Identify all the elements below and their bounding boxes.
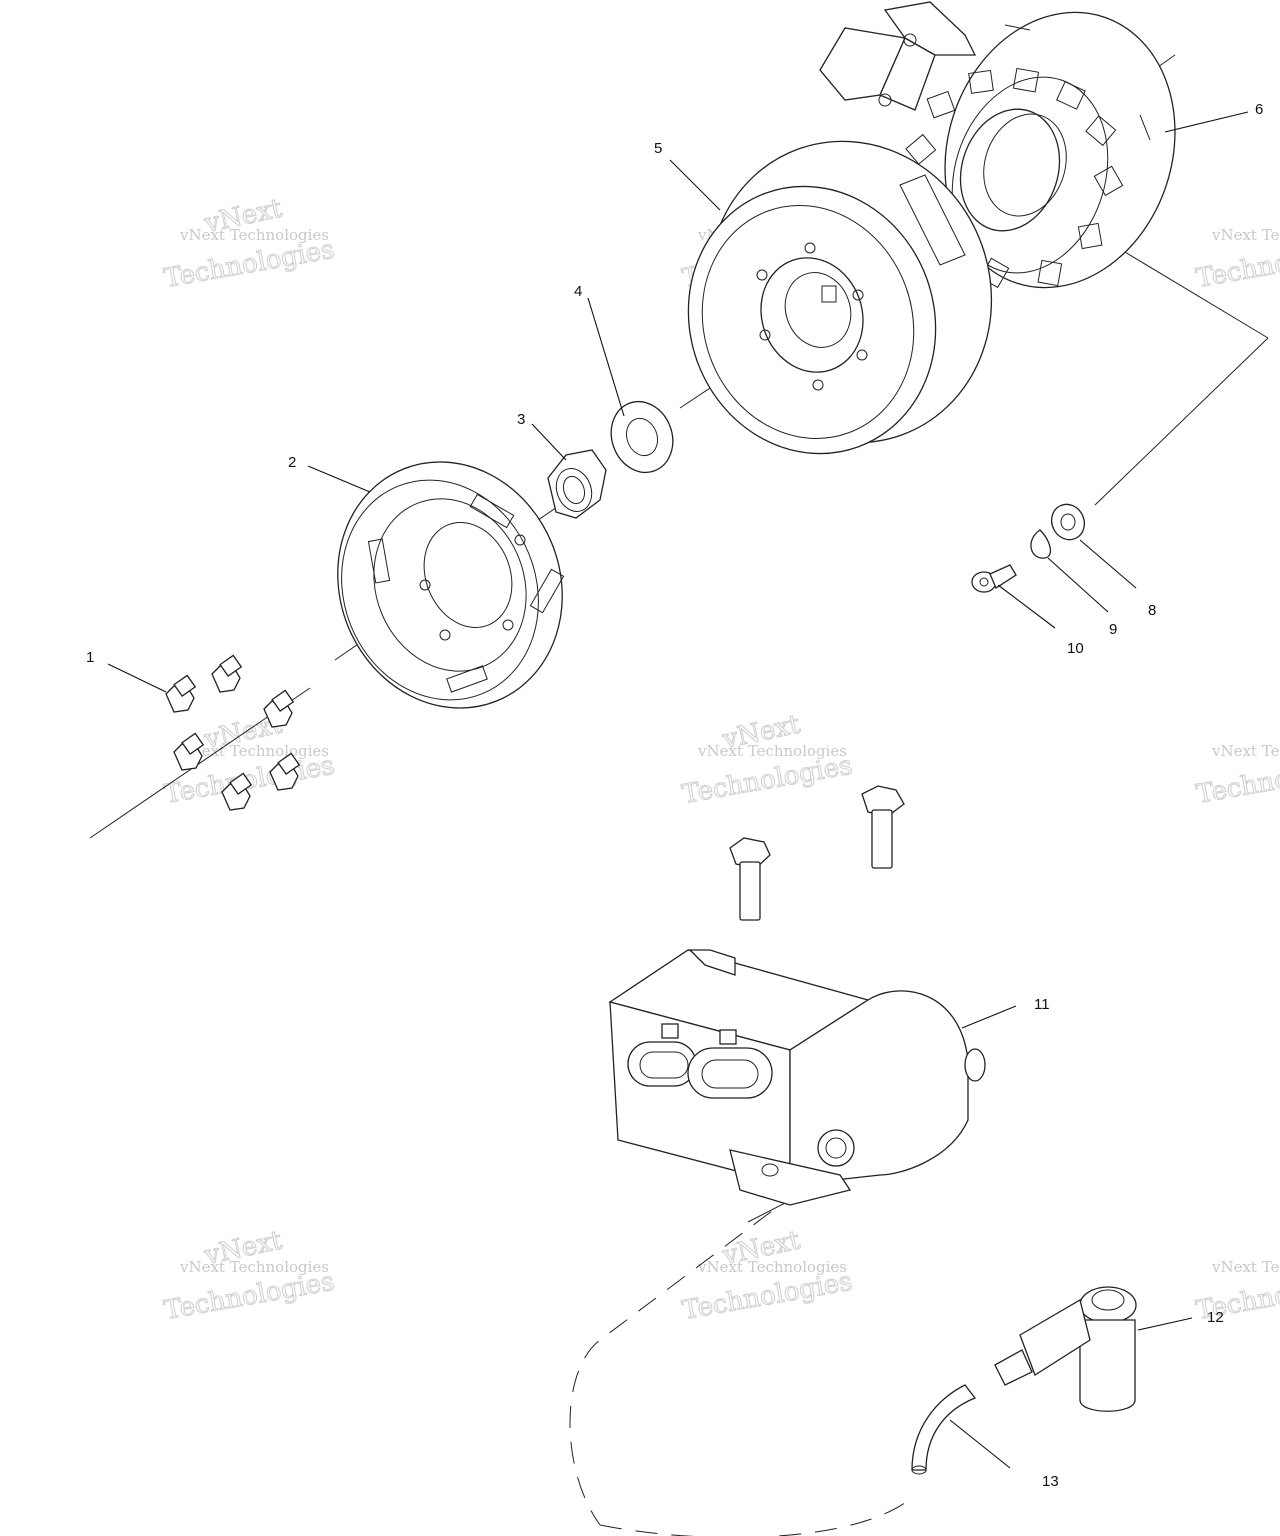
callout-8: 8 [1148, 602, 1156, 619]
watermark-text: vNext Technologies [1211, 226, 1280, 244]
callout-5: 5 [654, 140, 662, 157]
callout-2: 2 [288, 454, 296, 471]
callout-labels: 1 2 3 4 5 6 8 9 10 11 12 13 [86, 101, 1263, 1490]
watermark-text: vNext Technologies [179, 226, 329, 244]
callout-1: 1 [86, 649, 94, 666]
spark-plug-cap-part-12 [994, 1286, 1137, 1412]
callout-6: 6 [1255, 101, 1263, 118]
screw-part-10 [971, 564, 1017, 593]
watermark-text: vNext Technologies [179, 1258, 329, 1276]
hex-bolt-icon [263, 689, 295, 728]
mounting-bolt-left [729, 837, 771, 921]
callout-11: 11 [1034, 996, 1050, 1013]
flywheel-part-5 [687, 140, 993, 455]
ignition-coil-part-11 [608, 949, 986, 1206]
hex-bolt-icon [211, 654, 243, 693]
lock-ring-part-9 [1030, 529, 1052, 559]
hex-bolt-group-part-1 [165, 654, 301, 811]
hex-bolt-icon [269, 752, 301, 791]
washer-part-4 [610, 400, 674, 474]
callout-4: 4 [574, 283, 582, 300]
stator-part-6 [819, 1, 1176, 289]
watermark-text: vNext Technologies [1211, 742, 1280, 760]
hex-nut-part-3 [547, 449, 607, 519]
callout-3: 3 [517, 411, 525, 428]
callout-13: 13 [1042, 1473, 1059, 1490]
hex-bolt-icon [173, 732, 205, 771]
hex-bolt-icon [165, 674, 197, 713]
watermark-text: vNext Technologies [697, 1258, 847, 1276]
callout-12: 12 [1207, 1309, 1224, 1326]
leader-lines [107, 111, 1249, 1469]
starter-cup-part-2 [337, 461, 565, 709]
callout-9: 9 [1109, 621, 1117, 638]
mounting-bolt-right [861, 785, 905, 869]
hex-bolt-icon [221, 772, 253, 811]
watermark-text: vNext Technologies [697, 742, 847, 760]
small-washer-part-8 [1050, 503, 1086, 541]
callout-10: 10 [1067, 640, 1084, 657]
watermark-text: vNext Technologies [1211, 1258, 1280, 1276]
high-tension-lead-part-13 [911, 1384, 977, 1475]
